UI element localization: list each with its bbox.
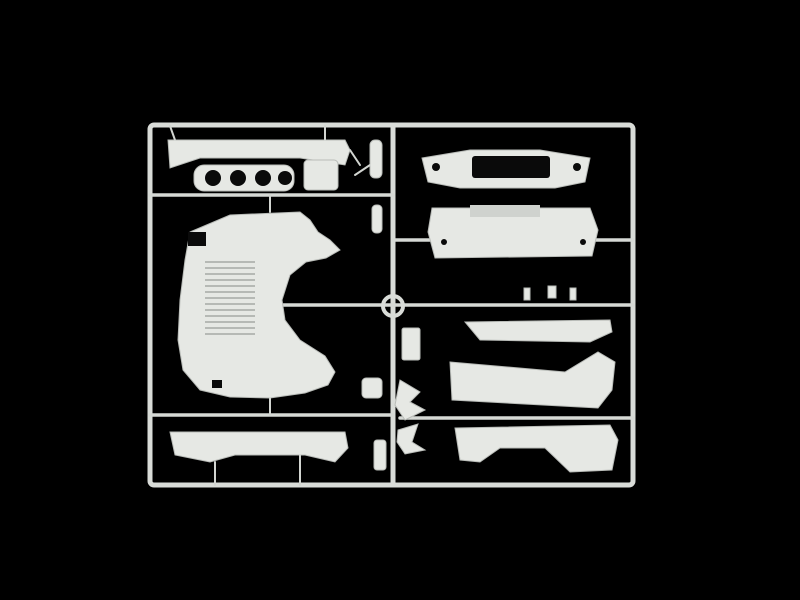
- side-skirt-upper-part: [463, 319, 613, 343]
- fender-lower-part: [454, 424, 619, 473]
- small-parts-lower-center: [361, 327, 427, 471]
- sprue-frame: [147, 122, 636, 488]
- hood-louvres: [205, 261, 255, 335]
- rear-panel-part: [427, 205, 599, 259]
- front-grille-part: [421, 149, 591, 189]
- headlight-rings-part: [193, 159, 339, 192]
- small-parts-upper-center: [354, 139, 383, 234]
- pin-parts: [523, 285, 577, 301]
- front-valance-part: [169, 431, 349, 486]
- sprue-hub-ring: [381, 294, 405, 318]
- hood-part: [177, 194, 341, 416]
- side-panel-middle-part: [449, 351, 616, 409]
